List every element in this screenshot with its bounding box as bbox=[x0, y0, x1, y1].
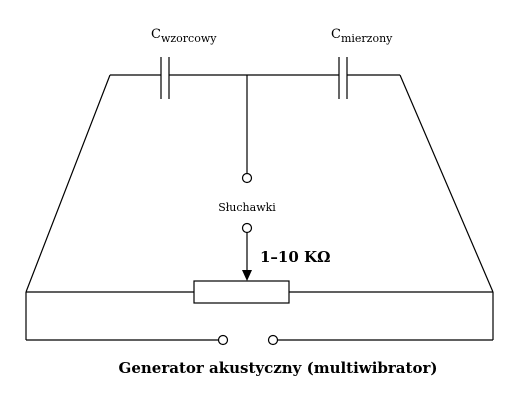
measured-capacitor-label: Cmierzony bbox=[331, 27, 393, 45]
measured-capacitor bbox=[338, 57, 348, 99]
right-side-wire bbox=[399, 74, 494, 293]
reference-capacitor-label: Cwzorcowy bbox=[151, 27, 217, 45]
generator-terminal-left bbox=[217, 334, 229, 346]
potentiometer bbox=[26, 280, 493, 304]
headphone-terminal-top bbox=[241, 172, 253, 184]
reference-capacitor bbox=[160, 57, 170, 99]
resistance-label: 1–10 KΩ bbox=[260, 248, 330, 266]
wiper-arrow-head bbox=[242, 270, 252, 281]
headphones-label: Słuchawki bbox=[218, 201, 276, 214]
generator-terminal-right bbox=[267, 334, 279, 346]
generator-label: Generator akustyczny (multiwibrator) bbox=[119, 359, 438, 377]
headphone-terminal-bottom bbox=[241, 222, 253, 234]
left-side-wire bbox=[25, 74, 111, 293]
generator-loop bbox=[25, 292, 494, 341]
